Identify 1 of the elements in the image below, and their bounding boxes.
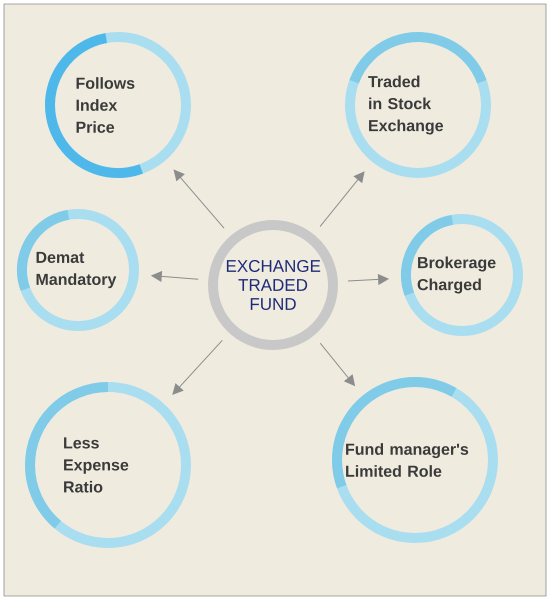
arrow — [172, 340, 223, 395]
